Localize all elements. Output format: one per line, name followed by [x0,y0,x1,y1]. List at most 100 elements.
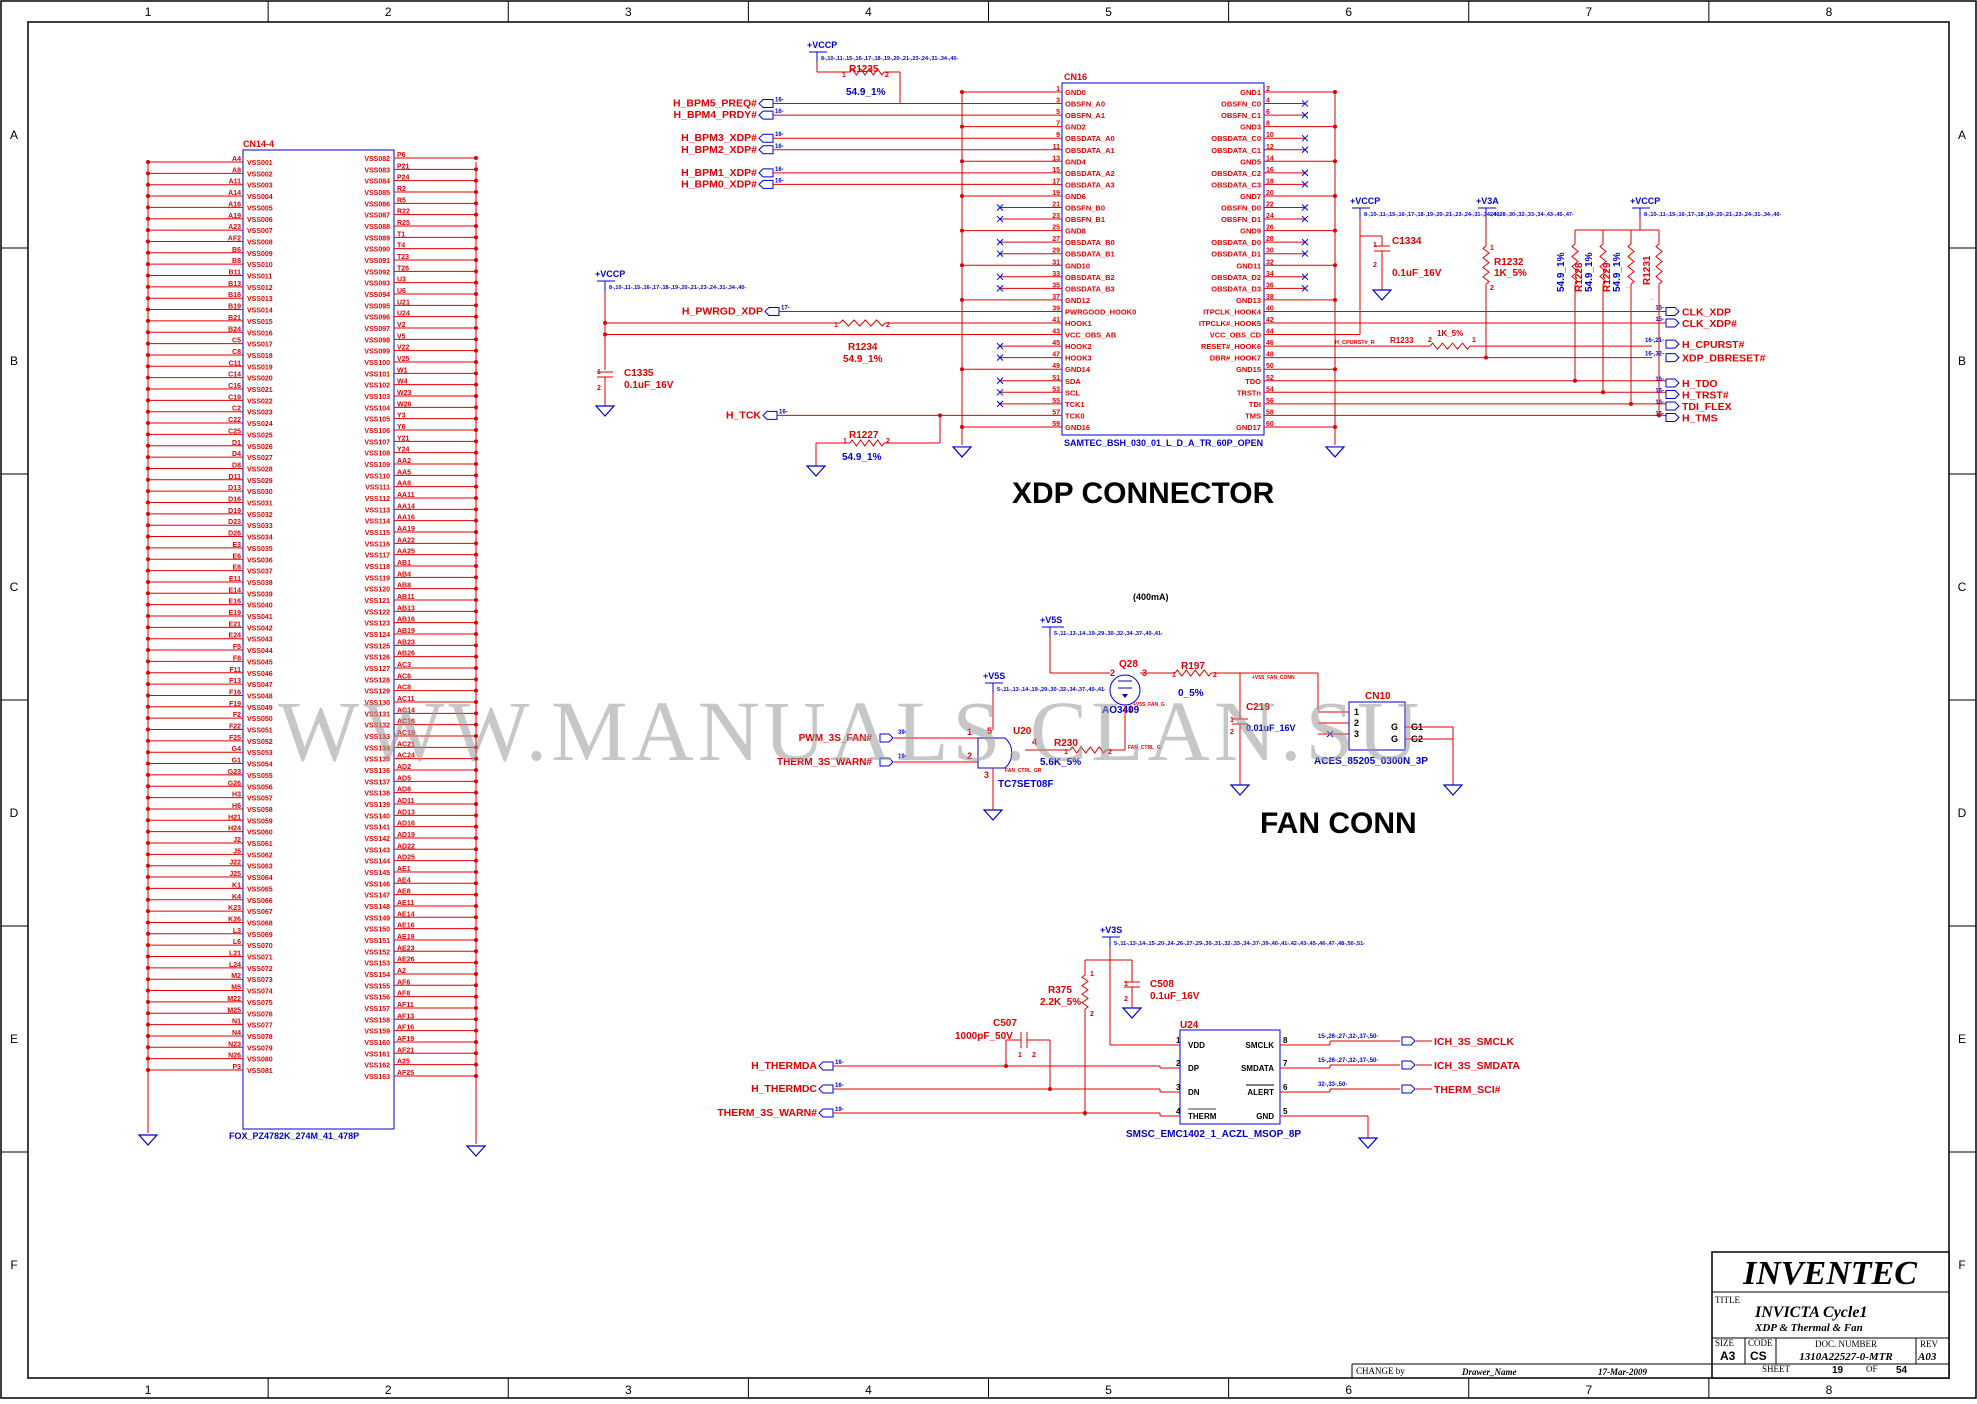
cn14-pin-number: AE1 [397,866,411,873]
cn14-pin-name: VSS088 [364,224,390,231]
offpage-connector [1665,390,1680,399]
net-label: FAN_CTRL_GR [1005,768,1042,774]
cn16-pin-name: GND6 [1065,192,1086,201]
junction-dot [146,216,150,221]
cn14-pin-number: K4 [232,894,241,901]
net-label: H_CPURST#_R [1335,340,1375,346]
cn14-pin-name: VSS080 [247,1057,273,1064]
junction-dot [146,795,150,800]
cn16-pin-number: 56 [1266,398,1274,405]
cn14-pin-name: VSS003 [247,183,273,190]
junction-dot [146,534,150,539]
offpage-connector [758,179,774,189]
cn14-pin-number: W4 [397,379,408,386]
cn14-pin-name: VSS084 [364,179,390,186]
cn14-pin-number: L21 [229,951,241,958]
sheet-ref: 16- [775,109,784,115]
cn16-pin-number: 46 [1266,340,1274,347]
thermal-signal-name: H_THERMDA [751,1060,817,1072]
pin-number: 2 [886,322,890,329]
junction-dot [474,189,478,194]
no-connect-mark [996,250,1004,258]
cn14-pin-number: M22 [227,996,241,1003]
junction-dot [146,1011,150,1016]
no-connect-mark [1301,134,1309,142]
cn14-pin-number: L24 [229,962,241,969]
cn14-pin-number: F22 [229,724,241,731]
junction-dot [474,677,478,682]
xdp-signal-name: H_TDO [1682,378,1718,390]
cn14-pin-name: VSS024 [247,421,273,428]
drawing-date: 17-Mar-2009 [1598,1367,1647,1377]
cn14-pin-name: VSS098 [364,337,390,344]
cn16-pin-number: 38 [1266,294,1274,301]
offpage-connector [879,733,894,743]
cn14-pin-number: E3 [232,542,241,549]
junction-dot [474,156,478,160]
sheet-ref: 16-,32- [1645,352,1664,358]
sheet-ref: 17- [781,305,790,311]
cn16-pin-name: SCL [1065,388,1080,397]
pin-number: 1 [1172,672,1176,679]
xdp-signal-name: H_BPM2_XDP# [681,144,757,156]
cn14-pin-number: E8 [232,565,241,572]
junction-dot [146,943,150,948]
row-label: D [1958,806,1967,820]
pin-number: 2 [1230,729,1234,736]
cn14-pin-name: VSS131 [364,711,390,718]
cn14-pin-name: VSS022 [247,398,273,405]
cn14-pin-name: VSS082 [364,156,390,163]
cn14-body [242,149,395,1130]
sheet-ref: 19- [898,754,907,760]
junction-dot [474,835,478,840]
junction-dot [146,1068,150,1072]
r1235-value: 54.9_1% [846,87,886,98]
cn16-pin-name: OBSDATA_C2 [1211,169,1261,178]
cn14-pin-number: L3 [233,928,241,935]
xdp-signal-name: TDI_FLEX [1682,401,1732,413]
junction-dot [146,625,150,630]
r1228-ref: R1228 [1574,262,1585,292]
no-connect-mark [996,342,1004,350]
u20-ref: U20 [1013,726,1032,737]
offpage-connector [758,168,774,178]
cn14-pin-number: AA25 [397,549,415,556]
cn16-pin-number: 47 [1052,352,1060,359]
cn16-pin-number: 20 [1266,190,1274,197]
cn14-pin-number: H21 [228,814,241,821]
cn14-pin-name: VSS124 [364,632,390,639]
net-label: +V5S_FAN_CONN [1252,675,1295,681]
junction-dot [474,620,478,625]
junction-dot [474,949,478,954]
junction-dot [474,552,478,557]
ground-symbol [594,405,616,417]
cn14-pin-name: VSS037 [247,569,273,576]
junction-dot [146,636,150,641]
u24-pin-name: THERM [1188,1112,1217,1121]
cn14-pin-name: VSS103 [364,394,390,401]
watermark-text: WWW.MANUALS.CLAN.SU [278,683,1423,779]
cn16-pin-number: 5 [1056,109,1060,116]
cn10-pin-number: 1 [1354,707,1359,717]
cn14-pin-number: P21 [397,163,410,170]
cn16-pin-number: 34 [1266,271,1274,278]
cn14-pin-number: AC3 [397,662,411,669]
cn16-pin-name: OBSDATA_A1 [1065,146,1115,155]
cn14-pin-number: J2 [233,837,241,844]
u24-ref: U24 [1180,1020,1199,1031]
cn14-pin-number: F16 [229,689,241,696]
cn14-pin-name: VSS091 [364,258,390,265]
junction-dot [474,1051,478,1056]
cn14-pin-name: VSS052 [247,739,273,746]
cn16-pin-name: GND12 [1065,296,1090,305]
cn14-pin-number: AD25 [397,855,415,862]
c507-ref: C507 [993,1018,1017,1029]
cn14-pin-name: VSS028 [247,466,273,473]
cn14-pin-name: VSS015 [247,319,273,326]
offpage-connector [1401,1036,1416,1046]
cn14-pin-name: VSS117 [365,553,390,560]
thermal-circuit: +V3S5-,11-,13-,14-,15-,20-,24-,26-,27-,2… [717,925,1520,1149]
no-connect-mark [996,273,1004,281]
junction-dot [1333,424,1337,429]
cn14-pin-number: W23 [397,390,412,397]
